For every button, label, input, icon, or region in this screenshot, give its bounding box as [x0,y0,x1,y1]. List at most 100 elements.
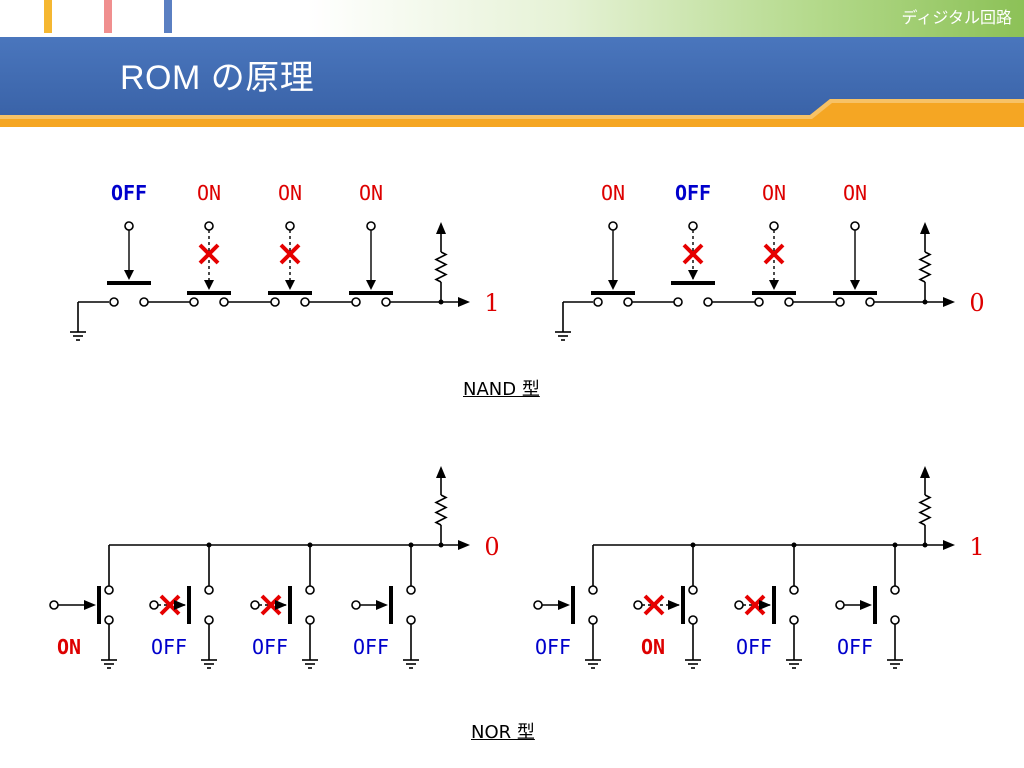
switch-contact [890,585,900,595]
control-arrow [376,600,388,610]
vdd-arrow [920,466,930,478]
switch-contact [588,585,598,595]
switch-contact [219,297,229,307]
switch-label: ON [843,181,867,205]
control-terminal [250,600,260,610]
title-bar [0,37,1024,127]
control-terminal [769,221,779,231]
output-arrow [458,297,470,307]
switch-contact [754,297,764,307]
control-arrow [124,270,134,280]
output-value: 1 [969,533,984,561]
switch-label: OFF [353,635,389,659]
top-bar: ディジタル回路 [0,0,1024,37]
switch-label: OFF [736,635,772,659]
switch-contact [593,297,603,307]
switch-contact [109,297,119,307]
switch-label: OFF [675,181,711,205]
switch-contact [204,615,214,625]
control-terminal [633,600,643,610]
switch-contact [688,615,698,625]
control-terminal [734,600,744,610]
control-terminal [850,221,860,231]
control-arrow [275,600,287,610]
switch-contact [703,297,713,307]
control-arrow [285,280,295,290]
cross-mark [763,243,785,265]
control-terminal [533,600,543,610]
cross-mark [198,243,220,265]
output-value: 1 [484,289,499,317]
switch-label: ON [359,181,383,205]
switch-contact [789,615,799,625]
control-terminal [366,221,376,231]
control-arrow [174,600,186,610]
switch-label: OFF [535,635,571,659]
switch-contact [623,297,633,307]
control-arrow [668,600,680,610]
control-arrow [204,280,214,290]
switch-label: ON [57,635,81,659]
stripe-pink [104,0,112,33]
switch-label: OFF [252,635,288,659]
control-terminal [351,600,361,610]
cross-mark [682,243,704,265]
output-arrow [943,297,955,307]
control-terminal [49,600,59,610]
pullup-resistor [918,494,932,526]
cross-mark [744,594,766,616]
cross-mark [159,594,181,616]
control-arrow [688,270,698,280]
control-arrow [366,280,376,290]
switch-label: OFF [151,635,187,659]
control-terminal [124,221,134,231]
switch-contact [406,615,416,625]
course-title: ディジタル回路 [901,8,1012,27]
control-terminal [608,221,618,231]
switch-contact [890,615,900,625]
switch-contact [270,297,280,307]
control-arrow [860,600,872,610]
switch-label: OFF [111,181,147,205]
switch-contact [835,297,845,307]
control-terminal [688,221,698,231]
switch-contact [139,297,149,307]
control-terminal [204,221,214,231]
output-arrow [943,540,955,550]
switch-label: ON [278,181,302,205]
switch-contact [784,297,794,307]
output-value: 0 [484,533,499,561]
control-terminal [285,221,295,231]
switch-contact [204,585,214,595]
pullup-resistor [434,494,448,526]
vdd-arrow [436,466,446,478]
switch-contact [789,585,799,595]
control-arrow [608,280,618,290]
control-arrow [759,600,771,610]
switch-contact [305,585,315,595]
switch-contact [300,297,310,307]
cross-mark [279,243,301,265]
caption-nor: NOR 型 [471,722,535,743]
switch-contact [865,297,875,307]
caption-nand: NAND 型 [463,379,540,400]
control-arrow [769,280,779,290]
switch-label: ON [197,181,221,205]
switch-contact [406,585,416,595]
switch-label: ON [762,181,786,205]
switch-contact [104,615,114,625]
pullup-resistor [434,251,448,283]
control-arrow [84,600,96,610]
switch-label: ON [641,635,665,659]
control-terminal [149,600,159,610]
output-arrow [458,540,470,550]
switch-contact [189,297,199,307]
output-value: 0 [969,289,984,317]
vdd-arrow [436,222,446,234]
switch-contact [351,297,361,307]
switch-label: OFF [837,635,873,659]
switch-contact [673,297,683,307]
switch-contact [688,585,698,595]
switch-contact [588,615,598,625]
